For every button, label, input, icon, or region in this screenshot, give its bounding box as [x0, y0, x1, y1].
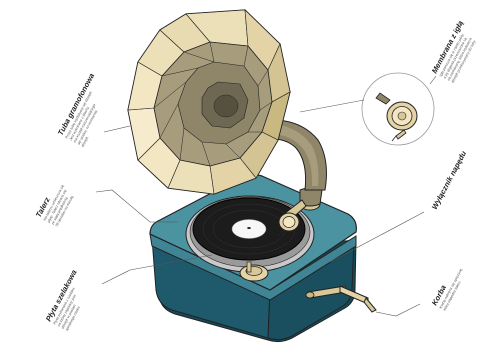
horn-bell — [128, 10, 290, 194]
label-membrane: Membrana z igłą Igła porusza się w rowku… — [430, 19, 482, 83]
label-brake-title: Wyłącznik napędu — [430, 149, 469, 211]
label-crank: Korba Korbą nakręca się sprężynę, która … — [430, 262, 468, 311]
label-platter: Talerz Na talerzu umieszcza się płytę. T… — [33, 179, 77, 228]
label-record: Płyta szelakowa Płyta wykonana z szelaku… — [44, 268, 95, 331]
label-brake: Wyłącznik napędu — [430, 149, 469, 211]
label-horn: Tuba gramofonowa Przez tubę wydobywa się… — [55, 72, 116, 149]
membrane-detail-icon — [362, 73, 434, 145]
